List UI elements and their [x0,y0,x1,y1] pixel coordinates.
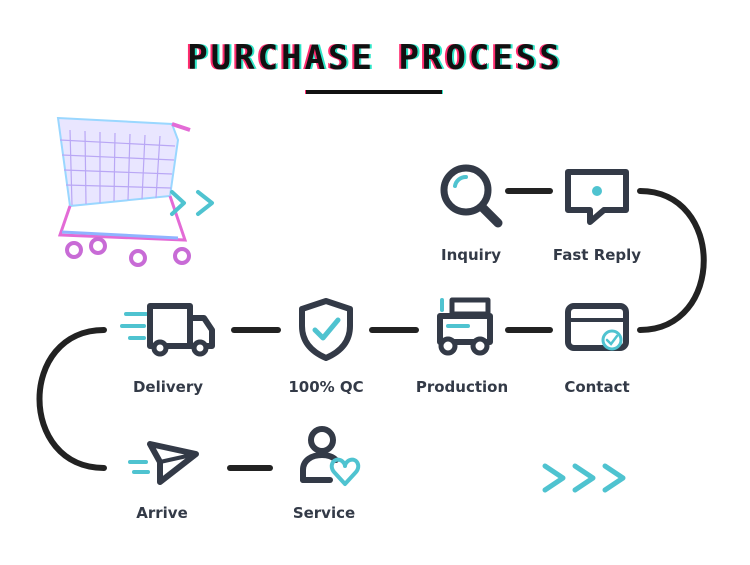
chevrons-right-icon [542,463,626,493]
delivery-truck-icon [120,303,215,357]
shopping-cart-icon [56,116,191,267]
chat-bubble-icon [565,169,629,225]
paper-plane-icon [128,441,199,485]
person-heart-icon [300,426,361,486]
step-label-service: Service [293,504,355,522]
step-label-fast-reply: Fast Reply [553,246,641,264]
step-label-contact: Contact [564,378,629,396]
connector-delivery-arrive [36,327,107,471]
cart-arrows-icon [170,190,214,216]
step-label-delivery: Delivery [133,378,203,396]
step-label-qc: 100% QC [288,378,363,396]
shield-check-icon [299,298,353,361]
page-title: PURCHASE PROCESS [187,38,563,78]
card-check-icon [565,303,629,351]
step-label-inquiry: Inquiry [441,246,501,264]
forklift-icon [437,297,493,356]
connector-lines [36,188,707,471]
step-label-arrive: Arrive [136,504,188,522]
magnifier-icon [440,164,503,228]
connector-fastreply-contact [637,188,707,333]
step-label-production: Production [416,378,508,396]
title-underline [306,90,442,94]
